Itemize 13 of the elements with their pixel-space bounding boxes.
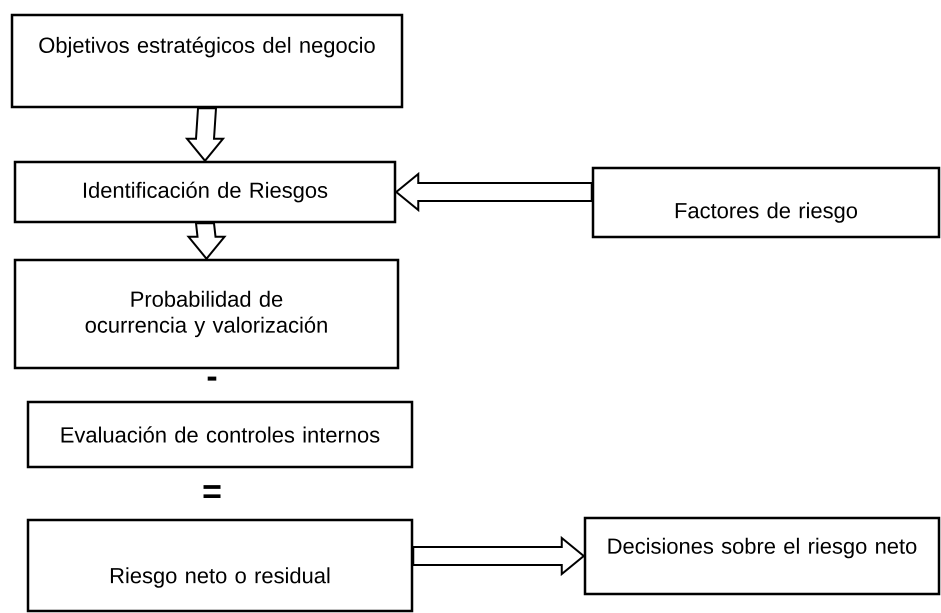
- process-box: Probabilidad de ocurrencia y valorización: [14, 258, 400, 370]
- block-arrow: [412, 536, 586, 576]
- operator-sign: =: [204, 485, 220, 498]
- process-box: Evaluación de controles internos: [26, 400, 414, 468]
- block-arrow: [394, 172, 593, 212]
- block-arrow: [186, 222, 227, 260]
- process-box: Objetivos estratégicos del negocio: [10, 14, 404, 108]
- process-box: Identificación de Riesgos: [14, 160, 396, 224]
- process-box: Decisiones sobre el riesgo neto: [584, 516, 940, 596]
- block-arrow: [184, 107, 226, 162]
- operator-sign: -: [208, 376, 216, 381]
- process-box: Factores de riesgo: [592, 166, 940, 238]
- process-box: Riesgo neto o residual: [26, 518, 414, 612]
